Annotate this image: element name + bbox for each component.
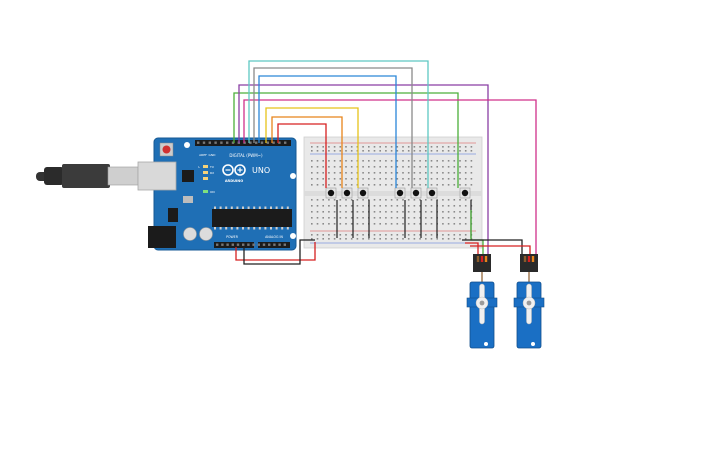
power-jack — [148, 226, 176, 248]
header-pin — [242, 243, 245, 246]
header-pin — [273, 243, 276, 246]
pushbutton — [410, 187, 422, 199]
micro-servo — [513, 254, 545, 349]
atmega-chip — [212, 209, 292, 227]
capacitor — [199, 227, 213, 241]
pushbutton — [341, 187, 353, 199]
usb-cable — [36, 164, 139, 188]
header-pin — [272, 141, 275, 144]
arduino-logo-text: ARDUINO — [225, 179, 243, 183]
led-l-label: L — [198, 165, 200, 169]
pushbutton — [394, 187, 406, 199]
header-pin — [247, 243, 250, 246]
aref-label: AREF — [199, 153, 207, 157]
header-pin — [226, 141, 229, 144]
header-pin — [216, 243, 219, 246]
gnd-label: GND — [209, 153, 217, 157]
servo-wires — [462, 210, 531, 256]
header-pin — [284, 141, 287, 144]
pushbutton — [357, 187, 369, 199]
rx-label: RX — [210, 171, 214, 175]
wire-teal — [248, 60, 429, 188]
header-pin — [214, 141, 217, 144]
on-label: ON — [210, 190, 215, 194]
digital-header-label: DIGITAL (PWM~) — [229, 153, 263, 158]
wire-purple — [238, 84, 489, 255]
wire-green — [233, 92, 459, 188]
digital-header — [195, 140, 291, 146]
header-pin — [236, 243, 240, 246]
pushbutton-group — [325, 187, 471, 199]
capacitor — [183, 227, 197, 241]
header-pin — [221, 243, 224, 246]
tx-label: TX — [209, 165, 214, 169]
signal-wires — [233, 60, 537, 255]
header-pin — [202, 141, 206, 144]
micro-servo — [466, 254, 498, 349]
power-header-label: POWER — [226, 235, 239, 239]
analog-header-label: ANALOG IN — [265, 235, 283, 239]
wire-blue — [258, 75, 397, 188]
header-pin — [226, 243, 229, 246]
board-model: UNO — [252, 166, 270, 175]
power-wires — [235, 239, 316, 265]
header-pin — [197, 141, 200, 144]
header-pin — [262, 243, 266, 246]
header-pin — [257, 243, 260, 246]
pushbutton — [325, 187, 337, 199]
pushbutton — [426, 187, 438, 199]
usb-chip — [182, 170, 194, 182]
wire-yellow — [265, 107, 359, 188]
header-pin — [266, 141, 269, 144]
header-pin — [249, 141, 252, 144]
header-pin — [220, 141, 223, 144]
usb-jack — [137, 161, 177, 191]
wire-red-signal — [277, 123, 327, 188]
header-pin — [231, 243, 234, 246]
wire-grey — [253, 67, 413, 188]
header-pin — [268, 243, 271, 246]
arduino-uno-board: DIGITAL (PWM~) AREF GND TX RX L ARDUINO … — [137, 137, 297, 251]
header-pin — [278, 141, 281, 144]
header-pin — [208, 141, 211, 144]
header-pin — [252, 243, 255, 246]
wire-magenta — [243, 99, 537, 255]
header-pin — [278, 243, 281, 246]
arduino-logo — [222, 164, 246, 176]
header-pin — [231, 141, 235, 144]
pushbutton — [459, 187, 471, 199]
header-pin — [255, 141, 258, 144]
wire-orange — [271, 116, 343, 188]
header-pin — [260, 141, 264, 144]
header-pin — [283, 243, 286, 246]
reset-button — [162, 145, 171, 154]
